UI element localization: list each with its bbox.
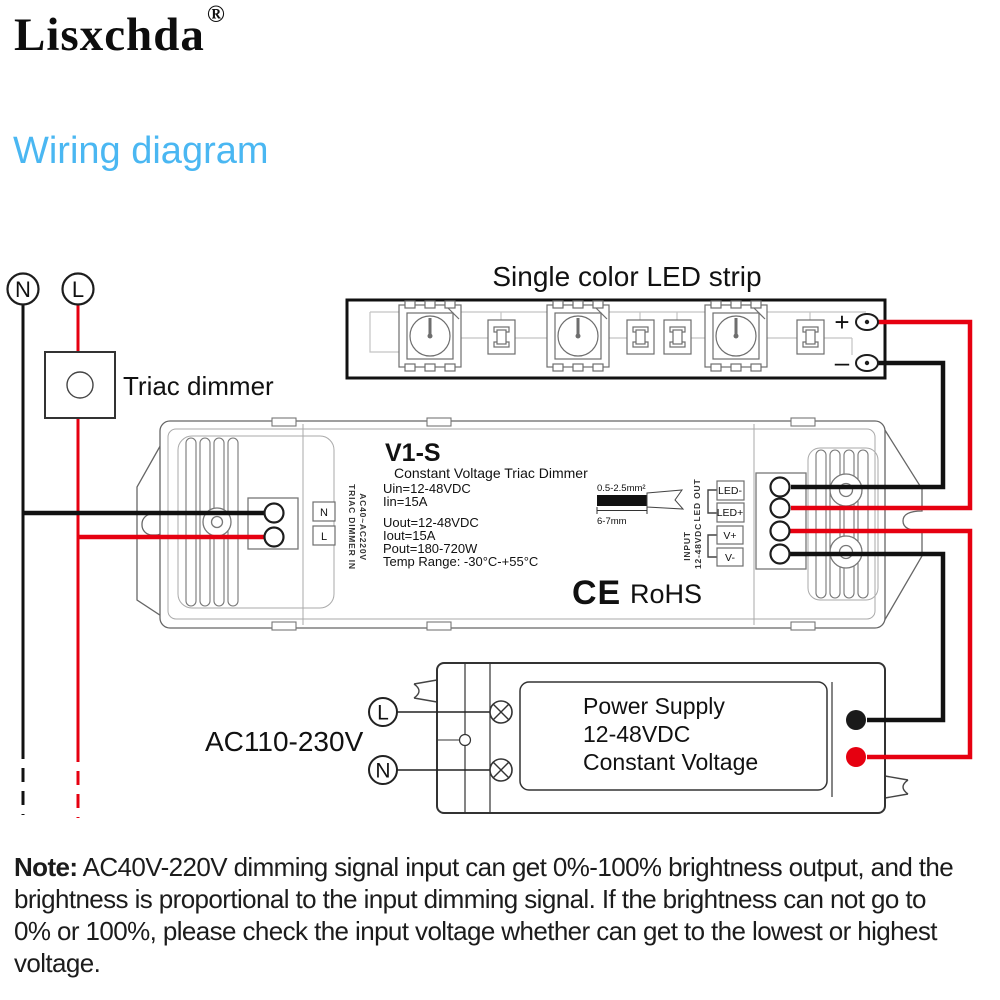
brand-name: Lisxchda [14, 9, 205, 61]
mains-neutral-label: N [15, 277, 31, 302]
svg-text:Uin=12-48VDC: Uin=12-48VDC [383, 481, 471, 496]
registered-trademark-icon: ® [206, 2, 226, 28]
svg-text:Pout=180-720W: Pout=180-720W [383, 541, 478, 556]
svg-text:12-48VDC: 12-48VDC [693, 523, 703, 569]
wire-gauge-icon: 0.5-2.5mm² 6-7mm [596, 483, 685, 527]
dimmer-led-pos-terminal [769, 497, 791, 519]
mounting-clip-icon [884, 775, 909, 799]
resistor-icon [663, 319, 692, 355]
led-pos-label: LED+ [717, 507, 744, 519]
svg-text:Iout=15A: Iout=15A [383, 528, 436, 543]
psu-negative-output-dot [846, 710, 866, 730]
led-chip-icon [398, 300, 462, 372]
right-mounting-flange [882, 424, 923, 626]
mains-neutral-terminal [6, 272, 40, 306]
dimmer-v-neg-terminal [769, 543, 791, 565]
psu-label-line3: Constant Voltage [583, 749, 758, 775]
psu-label-line2: 12-48VDC [583, 721, 690, 747]
led-pos-marker [716, 502, 745, 523]
dimmer-device: N L AC40~AC220V TRIAC DIMMER IN V1-S Con… [136, 417, 923, 631]
power-supply-label-panel [519, 681, 828, 791]
resistor-icon [796, 319, 825, 355]
dimmer-led-neg-terminal [769, 476, 791, 498]
dimmer-subtitle: Constant Voltage Triac Dimmer [394, 465, 588, 481]
page-title: Wiring diagram [13, 130, 269, 172]
ce-mark-icon: CE [572, 574, 621, 612]
resistor-icon [626, 319, 655, 355]
ac-input-label: AC110-230V [205, 726, 364, 757]
plus-sign: + [834, 307, 849, 337]
mains-and-triac: Triac dimmer N L [6, 272, 274, 818]
rohs-mark: RoHS [630, 579, 702, 609]
screw-terminal-icon [489, 758, 513, 782]
terminal-n-label: N [320, 507, 328, 519]
v-pos-marker [716, 525, 744, 545]
mains-live-label: L [72, 277, 84, 302]
v-pos-label: V+ [723, 530, 736, 542]
note-label: Note: [14, 852, 78, 882]
svg-text:TRIAC DIMMER IN: TRIAC DIMMER IN [347, 484, 357, 570]
psu-positive-output-dot [846, 747, 866, 767]
dimmer-body [159, 420, 886, 629]
psu-label-line1: Power Supply [583, 693, 725, 719]
dimmer-l-terminal [263, 526, 285, 548]
resistor-icon [487, 319, 516, 355]
dimmer-specs: Uin=12-48VDC Iin=15A Uout=12-48VDC Iout=… [383, 481, 538, 569]
v-neg-marker [716, 547, 744, 567]
psu-live-label: L [377, 702, 389, 725]
v-neg-label: V- [725, 552, 735, 564]
terminal-contacts [263, 313, 879, 767]
dimmer-model: V1-S [385, 439, 441, 467]
psu-neutral-terminal [368, 755, 398, 785]
triac-dimmer-label: Triac dimmer [123, 371, 274, 401]
mounting-clip-icon [413, 679, 438, 703]
led-negative-wire [791, 360, 946, 490]
input-group-label: INPUT 12-48VDC [682, 523, 703, 569]
terminal-l-label: L [321, 531, 327, 543]
led-chip-icon [546, 300, 610, 372]
led-strip: Single color LED strip [345, 261, 887, 380]
terminal-n-marker [312, 501, 336, 522]
led-strip-title: Single color LED strip [492, 261, 761, 292]
svg-text:Temp Range: -30°C-+55°C: Temp Range: -30°C-+55°C [383, 554, 538, 569]
svg-text:LED OUT: LED OUT [692, 479, 702, 522]
led-neg-marker [716, 480, 745, 501]
dimmer-knob-icon [66, 371, 94, 399]
svg-text:6-7mm: 6-7mm [597, 516, 627, 527]
svg-text:INPUT: INPUT [682, 531, 692, 561]
connection-wires [789, 319, 973, 760]
svg-text:0.5-2.5mm²: 0.5-2.5mm² [597, 483, 646, 494]
note-body: AC40V-220V dimming signal input can get … [14, 852, 954, 978]
v-positive-wire [789, 528, 973, 760]
led-neg-label: LED- [718, 485, 742, 497]
dimmer-n-terminal [263, 502, 285, 524]
svg-text:AC40~AC220V: AC40~AC220V [358, 493, 368, 561]
led-positive-wire [791, 319, 973, 511]
svg-text:Uout=12-48VDC: Uout=12-48VDC [383, 515, 479, 530]
brand-logo: Lisxchda® [14, 2, 226, 62]
led-out-group-label: LED OUT [692, 479, 702, 522]
minus-sign: – [835, 347, 850, 377]
psu-neutral-label: N [375, 760, 390, 783]
note-text: Note: AC40V-220V dimming signal input ca… [14, 851, 954, 979]
dimmer-v-pos-terminal [769, 520, 791, 542]
input-side-label: AC40~AC220V TRIAC DIMMER IN [347, 484, 368, 570]
mains-live-terminal [61, 272, 95, 306]
led-chip-icon [704, 300, 768, 372]
screw-terminal-icon [489, 700, 513, 724]
terminal-l-marker [312, 525, 336, 546]
svg-text:Iin=15A: Iin=15A [383, 494, 428, 509]
power-supply: Power Supply 12-48VDC Constant Voltage A… [205, 662, 909, 814]
psu-live-terminal [368, 697, 398, 727]
v-negative-wire [789, 551, 946, 723]
